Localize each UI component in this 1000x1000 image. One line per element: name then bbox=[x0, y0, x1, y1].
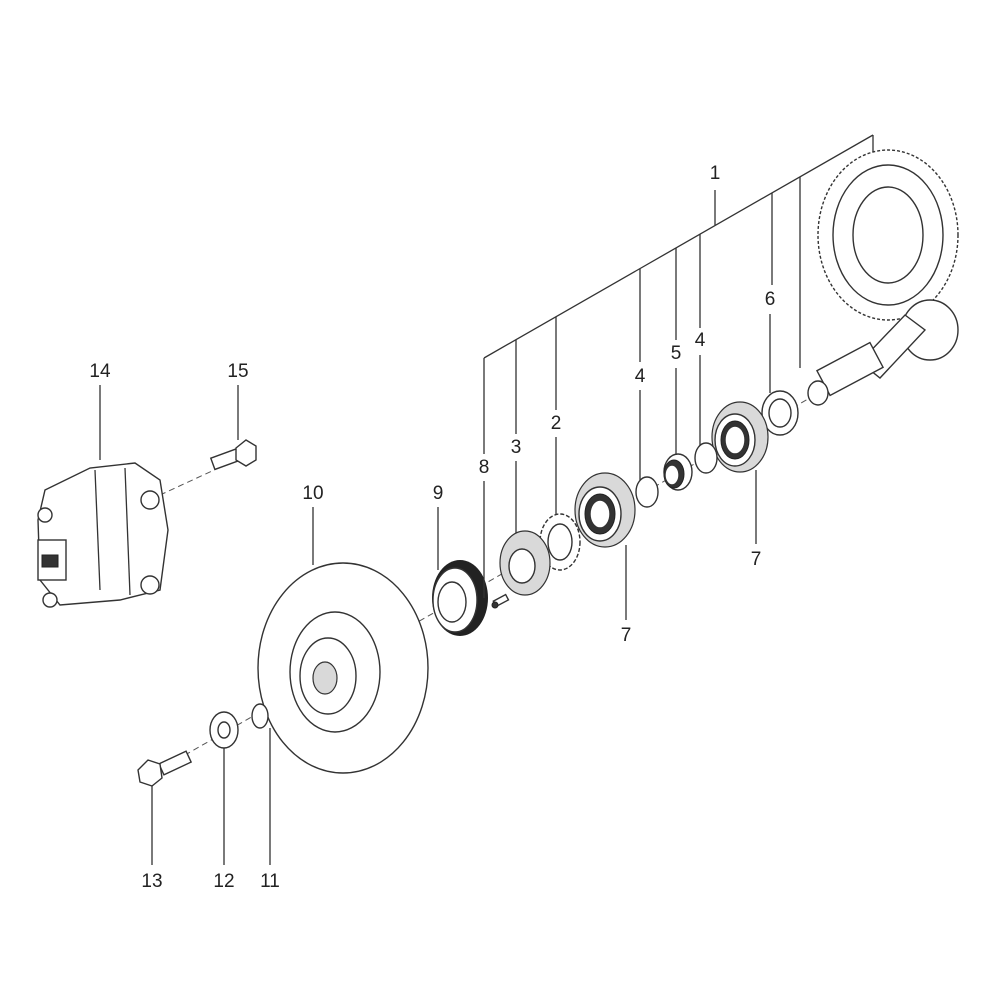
tone-ring-2-hole bbox=[547, 523, 573, 561]
callout-13: 13 bbox=[141, 871, 162, 892]
snap-ring-4-right bbox=[694, 442, 718, 474]
callout-9: 9 bbox=[433, 483, 444, 504]
callout-11: 11 bbox=[260, 871, 280, 892]
callout-5: 5 bbox=[671, 343, 682, 364]
callout-4-right: 4 bbox=[695, 330, 706, 351]
callout-1: 1 bbox=[710, 163, 721, 184]
seal-9 bbox=[432, 560, 488, 636]
callout-8: 8 bbox=[479, 457, 490, 478]
callout-6: 6 bbox=[765, 289, 776, 310]
callout-7-right: 7 bbox=[751, 549, 762, 570]
bolt-13 bbox=[137, 750, 193, 787]
o-ring-11 bbox=[251, 703, 269, 729]
bearing-7-right bbox=[711, 401, 769, 473]
hub-flange-3 bbox=[499, 530, 551, 596]
callout-12: 12 bbox=[213, 871, 234, 892]
caliper-14 bbox=[37, 462, 169, 608]
snap-ring-4-left bbox=[635, 476, 659, 508]
callout-15: 15 bbox=[227, 361, 248, 382]
leader-lines bbox=[99, 134, 874, 865]
callout-7-left: 7 bbox=[621, 625, 632, 646]
callout-10: 10 bbox=[302, 483, 323, 504]
screw-8 bbox=[491, 593, 510, 609]
callout-3: 3 bbox=[511, 437, 522, 458]
caliper-bolt-axis bbox=[159, 464, 226, 496]
spacer-ring-6-hole bbox=[768, 398, 792, 428]
callout-14: 14 bbox=[89, 361, 111, 382]
callout-4-left: 4 bbox=[635, 366, 646, 387]
brake-disc-10 bbox=[257, 562, 429, 774]
bolt-15 bbox=[209, 439, 257, 471]
ring-gear-and-pinion bbox=[807, 149, 959, 406]
callout-2: 2 bbox=[551, 413, 562, 434]
washer-12 bbox=[209, 711, 239, 749]
bearing-7-left bbox=[574, 472, 636, 548]
spring-5 bbox=[663, 453, 693, 491]
